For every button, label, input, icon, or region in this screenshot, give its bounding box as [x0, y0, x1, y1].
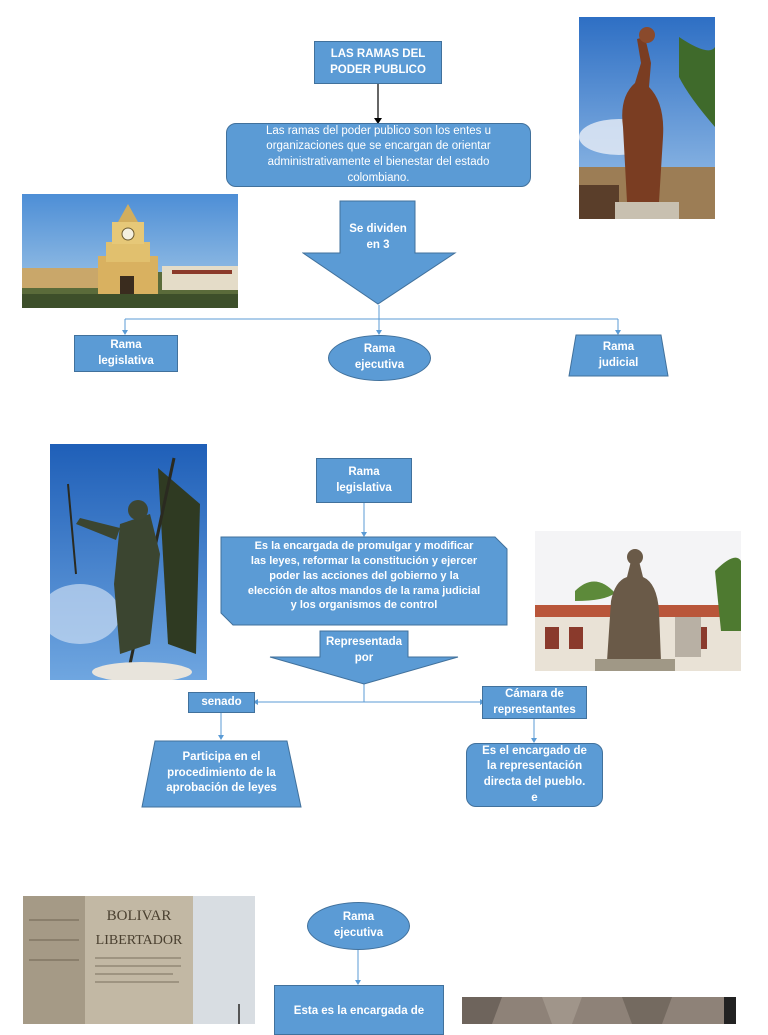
- legislativa-description-shape: [220, 536, 508, 626]
- legislativa-title-label: Rama legislativa: [336, 465, 392, 494]
- senado-label: senado: [201, 695, 242, 708]
- camara-detail-text: Es el encargado de la representación dir…: [482, 744, 587, 804]
- ejecutiva-description-text: Esta es la encargada de: [293, 1005, 425, 1017]
- divide-arrow-label: Se dividen en 3: [349, 223, 407, 251]
- statue-photo: [579, 17, 715, 219]
- title-box: LAS RAMAS DEL PODER PUBLICO: [314, 41, 442, 84]
- legislativa-description-text: Es la encargada de promulgar y modificar…: [247, 540, 481, 612]
- branch-ejecutiva-label: Rama ejecutiva: [354, 343, 405, 371]
- branch-legislativa-box: Rama legislativa: [74, 335, 178, 372]
- monument-text-libertador: LIBERTADOR: [96, 933, 183, 948]
- camara-label: Cámara de representantes: [493, 687, 576, 716]
- title-text: LAS RAMAS DEL PODER PUBLICO: [330, 47, 426, 76]
- senado-detail-shape: [141, 740, 302, 808]
- branch-judicial-label: Rama judicial: [598, 341, 639, 369]
- branch-ejecutiva-ellipse: Rama ejecutiva: [328, 335, 431, 381]
- divide-arrow-shape: [302, 200, 457, 305]
- branch-legislativa-label: Rama legislativa: [98, 338, 154, 367]
- senado-box: senado: [188, 692, 255, 713]
- camara-detail-box: Es el encargado de la representación dir…: [466, 743, 603, 807]
- clock-tower-photo: [22, 194, 238, 308]
- ejecutiva-title-ellipse: Rama ejecutiva: [307, 902, 410, 950]
- ejecutiva-description-box: Esta es la encargada de: [274, 985, 444, 1035]
- represented-arrow-label: Representada por: [325, 636, 403, 664]
- seated-statue-photo: [535, 531, 741, 671]
- branch-judicial-shape: [568, 334, 669, 377]
- monument-text-bolivar: BOLIVAR: [107, 908, 172, 924]
- rock-photo: [462, 997, 736, 1024]
- bolivar-monument-photo: BOLIVAR LIBERTADOR: [23, 896, 255, 1024]
- camara-box: Cámara de representantes: [482, 686, 587, 719]
- definition-text: Las ramas del poder publico son los ente…: [265, 124, 492, 184]
- senado-detail-text: Participa en el procedimiento de la apro…: [166, 751, 277, 795]
- arrowhead: [374, 118, 382, 124]
- ejecutiva-title-label: Rama ejecutiva: [333, 911, 384, 939]
- legislativa-title-box: Rama legislativa: [316, 458, 412, 503]
- represented-arrow-shape: [269, 630, 459, 685]
- conquistador-statue-photo: [50, 444, 207, 680]
- definition-box: Las ramas del poder publico son los ente…: [226, 123, 531, 187]
